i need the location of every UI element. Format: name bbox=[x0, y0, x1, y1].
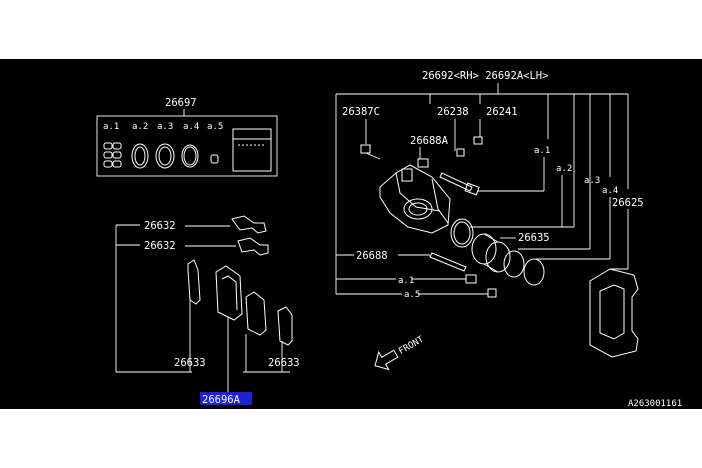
label-lower-a1[interactable]: a.1 bbox=[398, 276, 414, 286]
label-kit-a3[interactable]: a.3 bbox=[157, 122, 173, 132]
pad-clip-lower-icon bbox=[237, 237, 269, 256]
part-26238-icon bbox=[456, 148, 465, 157]
shim-left-icon bbox=[187, 259, 201, 305]
label-26696A[interactable]: 26696A bbox=[202, 394, 241, 406]
pin-boot-icon bbox=[417, 158, 429, 168]
label-kit-a4[interactable]: a.4 bbox=[183, 122, 199, 132]
piston-seal-icon bbox=[450, 218, 474, 248]
label-26632-lower[interactable]: 26632 bbox=[144, 240, 176, 252]
pad-outer-icon bbox=[245, 291, 267, 336]
drawing-code: A263001161 bbox=[628, 399, 682, 409]
label-26241[interactable]: 26241 bbox=[486, 106, 518, 118]
label-caliper-a1[interactable]: a.1 bbox=[534, 146, 550, 156]
brake-caliper-exploded-diagram: 26697 a.1 a.2 a.3 a.4 a.5 bbox=[96, 70, 682, 409]
label-kit-a1[interactable]: a.1 bbox=[103, 122, 119, 132]
pad-inner-icon bbox=[215, 265, 243, 321]
bleeder-screw-icon bbox=[360, 144, 371, 154]
kit-piston-seal-icon bbox=[155, 143, 175, 169]
label-front: FRONT bbox=[397, 334, 426, 356]
piston-icon bbox=[471, 233, 511, 273]
kit-box-outline bbox=[96, 115, 278, 177]
label-caliper-header[interactable]: 26692<RH> 26692A<LH> bbox=[422, 70, 548, 82]
repair-kit-group: 26697 a.1 a.2 a.3 a.4 a.5 bbox=[96, 97, 278, 177]
caliper-assembly-group: 26692<RH> 26692A<LH> 26387C 26238 26241 … bbox=[335, 70, 644, 358]
label-26635[interactable]: 26635 bbox=[518, 232, 550, 244]
shim-right-icon bbox=[277, 306, 293, 346]
front-arrow-icon bbox=[374, 349, 399, 371]
pad-clip-upper-icon bbox=[231, 215, 267, 234]
grease-packet-icon bbox=[232, 128, 272, 172]
label-caliper-a2[interactable]: a.2 bbox=[556, 164, 572, 174]
piston-boot-icon bbox=[503, 250, 525, 278]
label-lower-a5[interactable]: a.5 bbox=[404, 290, 420, 300]
label-26697[interactable]: 26697 bbox=[165, 97, 197, 109]
label-kit-a2[interactable]: a.2 bbox=[132, 122, 148, 132]
caliper-body-icon bbox=[379, 164, 451, 234]
label-caliper-a4[interactable]: a.4 bbox=[602, 186, 618, 196]
label-26633-right[interactable]: 26633 bbox=[268, 357, 300, 369]
piston-ring-icon bbox=[523, 258, 545, 286]
front-direction-indicator: FRONT bbox=[374, 334, 426, 371]
kit-seal-ring-icon bbox=[131, 143, 149, 169]
caliper-support-bracket-icon bbox=[589, 268, 639, 358]
parts-diagram-panel: 26697 a.1 a.2 a.3 a.4 a.5 bbox=[0, 59, 702, 409]
label-kit-a5[interactable]: a.5 bbox=[207, 122, 223, 132]
guide-pin-upper-icon bbox=[439, 172, 473, 192]
kit-boots-icon bbox=[103, 142, 122, 168]
pad-set-highlight bbox=[200, 392, 252, 405]
label-26387C[interactable]: 26387C bbox=[342, 106, 380, 118]
guide-pin-lower-icon bbox=[429, 252, 467, 272]
label-26238[interactable]: 26238 bbox=[437, 106, 469, 118]
label-caliper-a3[interactable]: a.3 bbox=[584, 176, 600, 186]
part-26241-icon bbox=[473, 136, 483, 145]
label-26633-left[interactable]: 26633 bbox=[174, 357, 206, 369]
lower-cap-icon bbox=[487, 288, 497, 298]
label-26688[interactable]: 26688 bbox=[356, 250, 388, 262]
label-26632-upper[interactable]: 26632 bbox=[144, 220, 176, 232]
kit-cap-icon bbox=[210, 154, 219, 164]
kit-dust-seal-icon bbox=[181, 144, 199, 168]
lower-boot-icon bbox=[465, 274, 477, 284]
label-26625[interactable]: 26625 bbox=[612, 197, 644, 209]
pad-set-group: 26632 26632 26633 26633 26696A bbox=[115, 215, 300, 406]
label-26688A[interactable]: 26688A bbox=[410, 135, 449, 147]
